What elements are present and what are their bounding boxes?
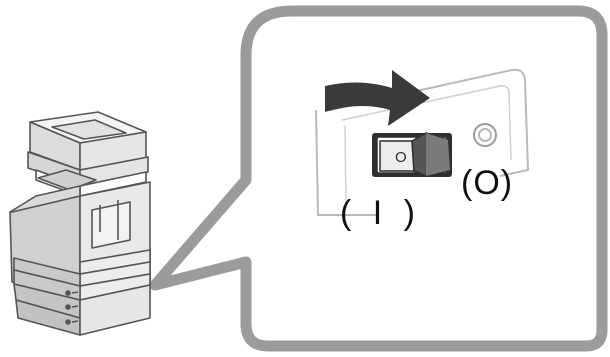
rotate-arrow-icon xyxy=(325,70,430,126)
switch-panel xyxy=(315,68,530,216)
switch-button-symbol: O xyxy=(395,149,407,166)
callout-bubble xyxy=(149,5,608,352)
power-rocker-switch-icon: O xyxy=(372,132,452,177)
multifunction-printer-icon xyxy=(9,111,151,336)
switch-on-label: ( I ) xyxy=(340,194,421,232)
switch-off-label: (O) xyxy=(461,164,514,202)
power-indicator-icon xyxy=(473,123,497,147)
